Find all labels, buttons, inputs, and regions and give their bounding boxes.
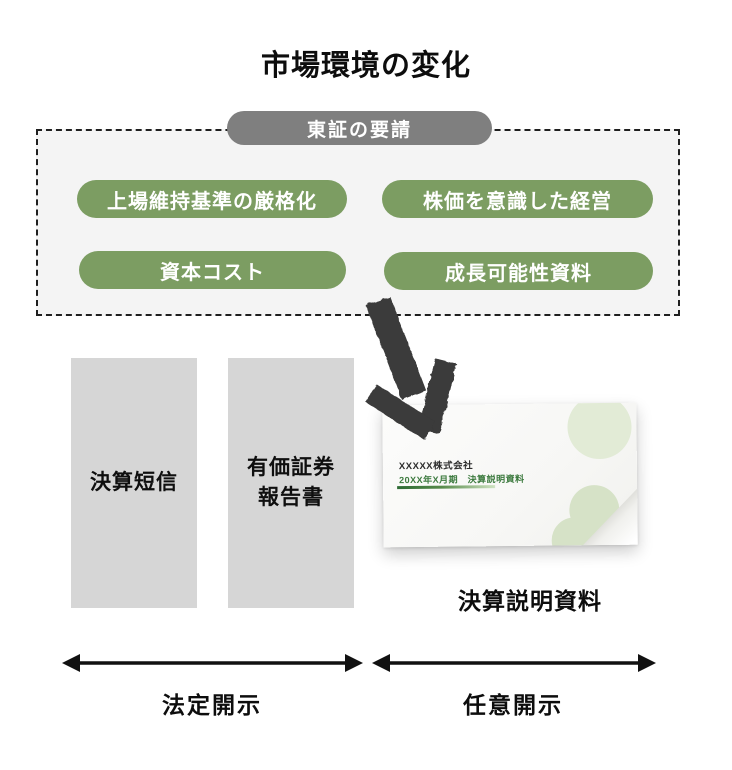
deck-accent-underline xyxy=(397,485,496,490)
doc-rect-tanshin-label: 決算短信 xyxy=(90,470,178,494)
voluntary-span-arrow-icon xyxy=(372,654,656,672)
pill-capital-cost: 資本コスト xyxy=(79,251,346,289)
deck-decor-circle-top xyxy=(567,402,632,460)
doc-rect-yuuka-line2: 報告書 xyxy=(258,486,324,509)
hand-drawn-down-arrow-icon xyxy=(365,296,457,440)
statutory-disclosure-label: 法定開示 xyxy=(162,692,262,718)
page-title: 市場環境の変化 xyxy=(260,50,471,82)
voluntary-disclosure-label: 任意開示 xyxy=(463,692,563,718)
deck-caption: 決算説明資料 xyxy=(458,588,602,614)
deck-company-name: XXXXX株式会社 xyxy=(398,460,474,473)
doc-rect-yuuka-line1: 有価証券 xyxy=(247,455,335,479)
doc-rect-yuuka-shouken: 有価証券 報告書 xyxy=(228,358,354,608)
doc-rect-tanshin: 決算短信 xyxy=(71,358,197,608)
statutory-span-arrow-icon xyxy=(62,654,363,672)
tse-header-pill: 東証の要請 xyxy=(227,111,492,145)
pill-stock-price-management: 株価を意識した経営 xyxy=(382,180,653,218)
deck-subtitle: 20XX年X月期 決算説明資料 xyxy=(398,473,525,486)
pill-listing-standards: 上場維持基準の厳格化 xyxy=(77,180,347,218)
pill-growth-potential: 成長可能性資料 xyxy=(384,252,653,290)
